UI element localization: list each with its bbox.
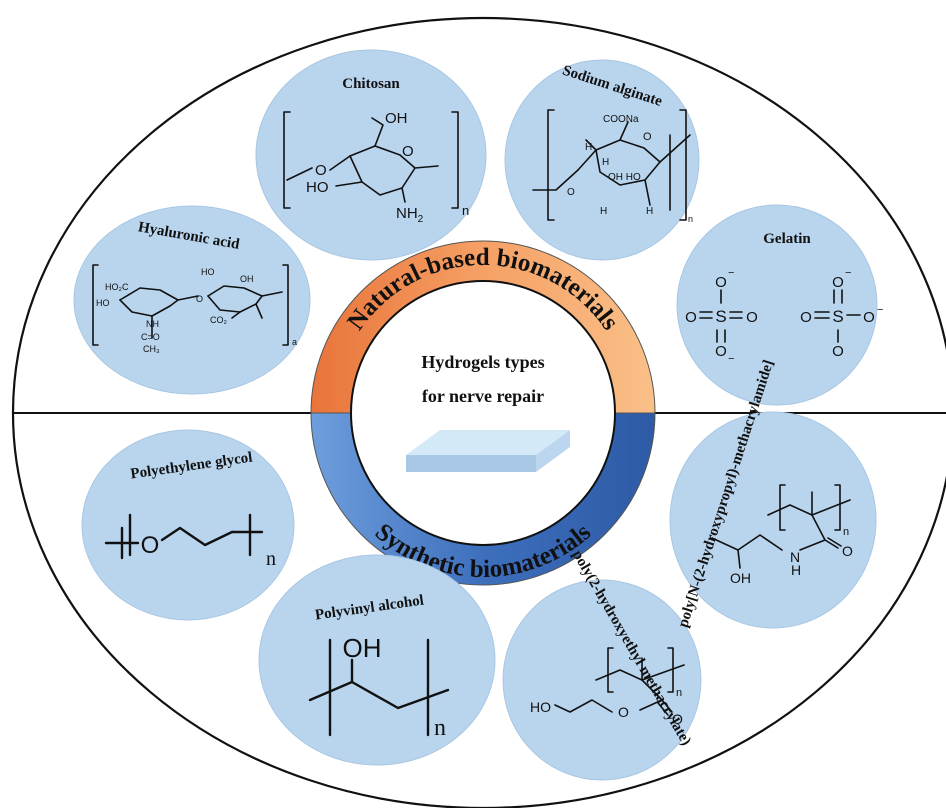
phema-ho-label: HO (530, 699, 551, 715)
alginate-o-label: O (567, 187, 575, 198)
phpma-structure (711, 484, 851, 569)
chitosan-oh-label: OH (385, 110, 408, 127)
chitosan-nh2-label: NH2 (396, 205, 424, 225)
gelatin-s1-minus-bottom: − (728, 353, 734, 365)
alginate-n-label: n (688, 214, 693, 224)
chitosan-o-label: O (315, 162, 327, 179)
chitosan-n-label: n (462, 203, 469, 218)
gelatin-bubble (676, 204, 878, 406)
gelatin-s2-minus-top: − (845, 267, 851, 279)
phpma-panel: poly[N-(2-hydroxypropyl)-methacrylamide]… (669, 358, 877, 630)
gelatin-s1-label: S (715, 307, 726, 326)
chitosan-title: Chitosan (342, 76, 400, 92)
phema-n-label: n (676, 687, 682, 699)
gelatin-s1-o-right: O (746, 309, 758, 326)
alginate-h3: H (600, 206, 607, 217)
peg-n-label: n (266, 548, 276, 570)
hyaluronic-ho2-label: HO (201, 267, 215, 277)
phpma-oh-label: OH (730, 570, 751, 586)
chitosan-panel: Chitosan O OH HO O NH2 n (255, 49, 487, 261)
hyaluronic-structure (92, 264, 289, 346)
alginate-ring-o-label: O (643, 131, 652, 143)
alginate-coona-label: COONa (603, 114, 639, 125)
chitosan-ho-label: HO (306, 179, 329, 196)
chitosan-bubble (255, 49, 487, 261)
phpma-n-label: n (843, 526, 849, 538)
gelatin-s2-o-right: O (863, 309, 875, 326)
chitosan-structure (283, 111, 459, 209)
hyaluronic-nh-label: NH (146, 319, 159, 329)
pva-oh-label: OH (343, 633, 382, 663)
alginate-ohho-label: OH HO (608, 172, 641, 183)
center-title-line2: for nerve repair (422, 386, 544, 406)
pva-panel: Polyvinyl alcohol OH n (258, 554, 496, 766)
gelatin-panel: Gelatin S O O O − O − S O O − O − O (676, 204, 883, 406)
hyaluronic-ho2c-label: HO₂C (105, 282, 129, 292)
alginate-h1: H (585, 142, 592, 153)
gelatin-s1-o-top: O (715, 274, 727, 291)
phema-o1-label: O (618, 704, 629, 720)
chitosan-ring-o-label: O (402, 143, 414, 160)
center-title-line1: Hydrogels types (421, 352, 544, 372)
hyaluronic-ho-label: HO (96, 298, 110, 308)
peg-structure (104, 513, 264, 560)
gelatin-title: Gelatin (763, 231, 811, 247)
alginate-h4: H (646, 206, 653, 217)
alginate-structure (532, 109, 691, 221)
pva-n-label: n (434, 715, 446, 741)
hyaluronic-oh-label: OH (240, 274, 254, 284)
gelatin-s2-o-bottom: O (832, 343, 844, 360)
gelatin-s1-o-bottom: O (715, 343, 727, 360)
gelatin-s2-minus-right: − (877, 304, 883, 316)
hyaluronic-ch3-label: CH₃ (143, 344, 160, 354)
phpma-n-atom-label: N (790, 549, 800, 565)
hyaluronic-bubble (73, 205, 311, 395)
hyaluronic-panel: Hyaluronic acid HO₂C HO HO OH NH C=O CH₃… (73, 205, 311, 395)
gelatin-s1-minus-top: − (728, 267, 734, 279)
peg-bubble (81, 429, 295, 621)
phpma-h-label: H (791, 562, 801, 578)
gelatin-s2-o-left: O (800, 309, 812, 326)
alginate-h2: H (602, 157, 609, 168)
alginate-panel: Sodium alginate COONa O O OH HO H H H H … (504, 59, 700, 261)
pva-structure (308, 638, 450, 737)
center-disc (350, 280, 616, 546)
phema-o2-label: O (672, 711, 683, 727)
center-ring: Natural-based biomaterials Synthetic bio… (310, 240, 656, 586)
gelatin-s2-label: S (832, 307, 843, 326)
peg-panel: Polyethylene glycol O n (81, 429, 295, 621)
phpma-o-label: O (842, 543, 853, 559)
hydrogel-slab-icon (406, 430, 570, 472)
peg-o-label: O (141, 532, 160, 559)
gelatin-sulfate-2: S O O − O − O (800, 267, 883, 360)
phema-structure (554, 647, 685, 716)
hyaluronic-o-label: O (196, 294, 203, 304)
gelatin-s2-o-top: O (832, 274, 844, 291)
phpma-bubble (669, 411, 877, 629)
hyaluronic-a-label: a (292, 337, 297, 347)
gelatin-sulfate-1: S O O O − O − (685, 267, 758, 365)
hyaluronic-co-label: C=O (141, 332, 160, 342)
hyaluronic-co2-label: CO₂ (210, 315, 228, 325)
phema-bubble (502, 579, 702, 781)
gelatin-s1-o-left: O (685, 309, 697, 326)
pva-bubble (258, 554, 496, 766)
